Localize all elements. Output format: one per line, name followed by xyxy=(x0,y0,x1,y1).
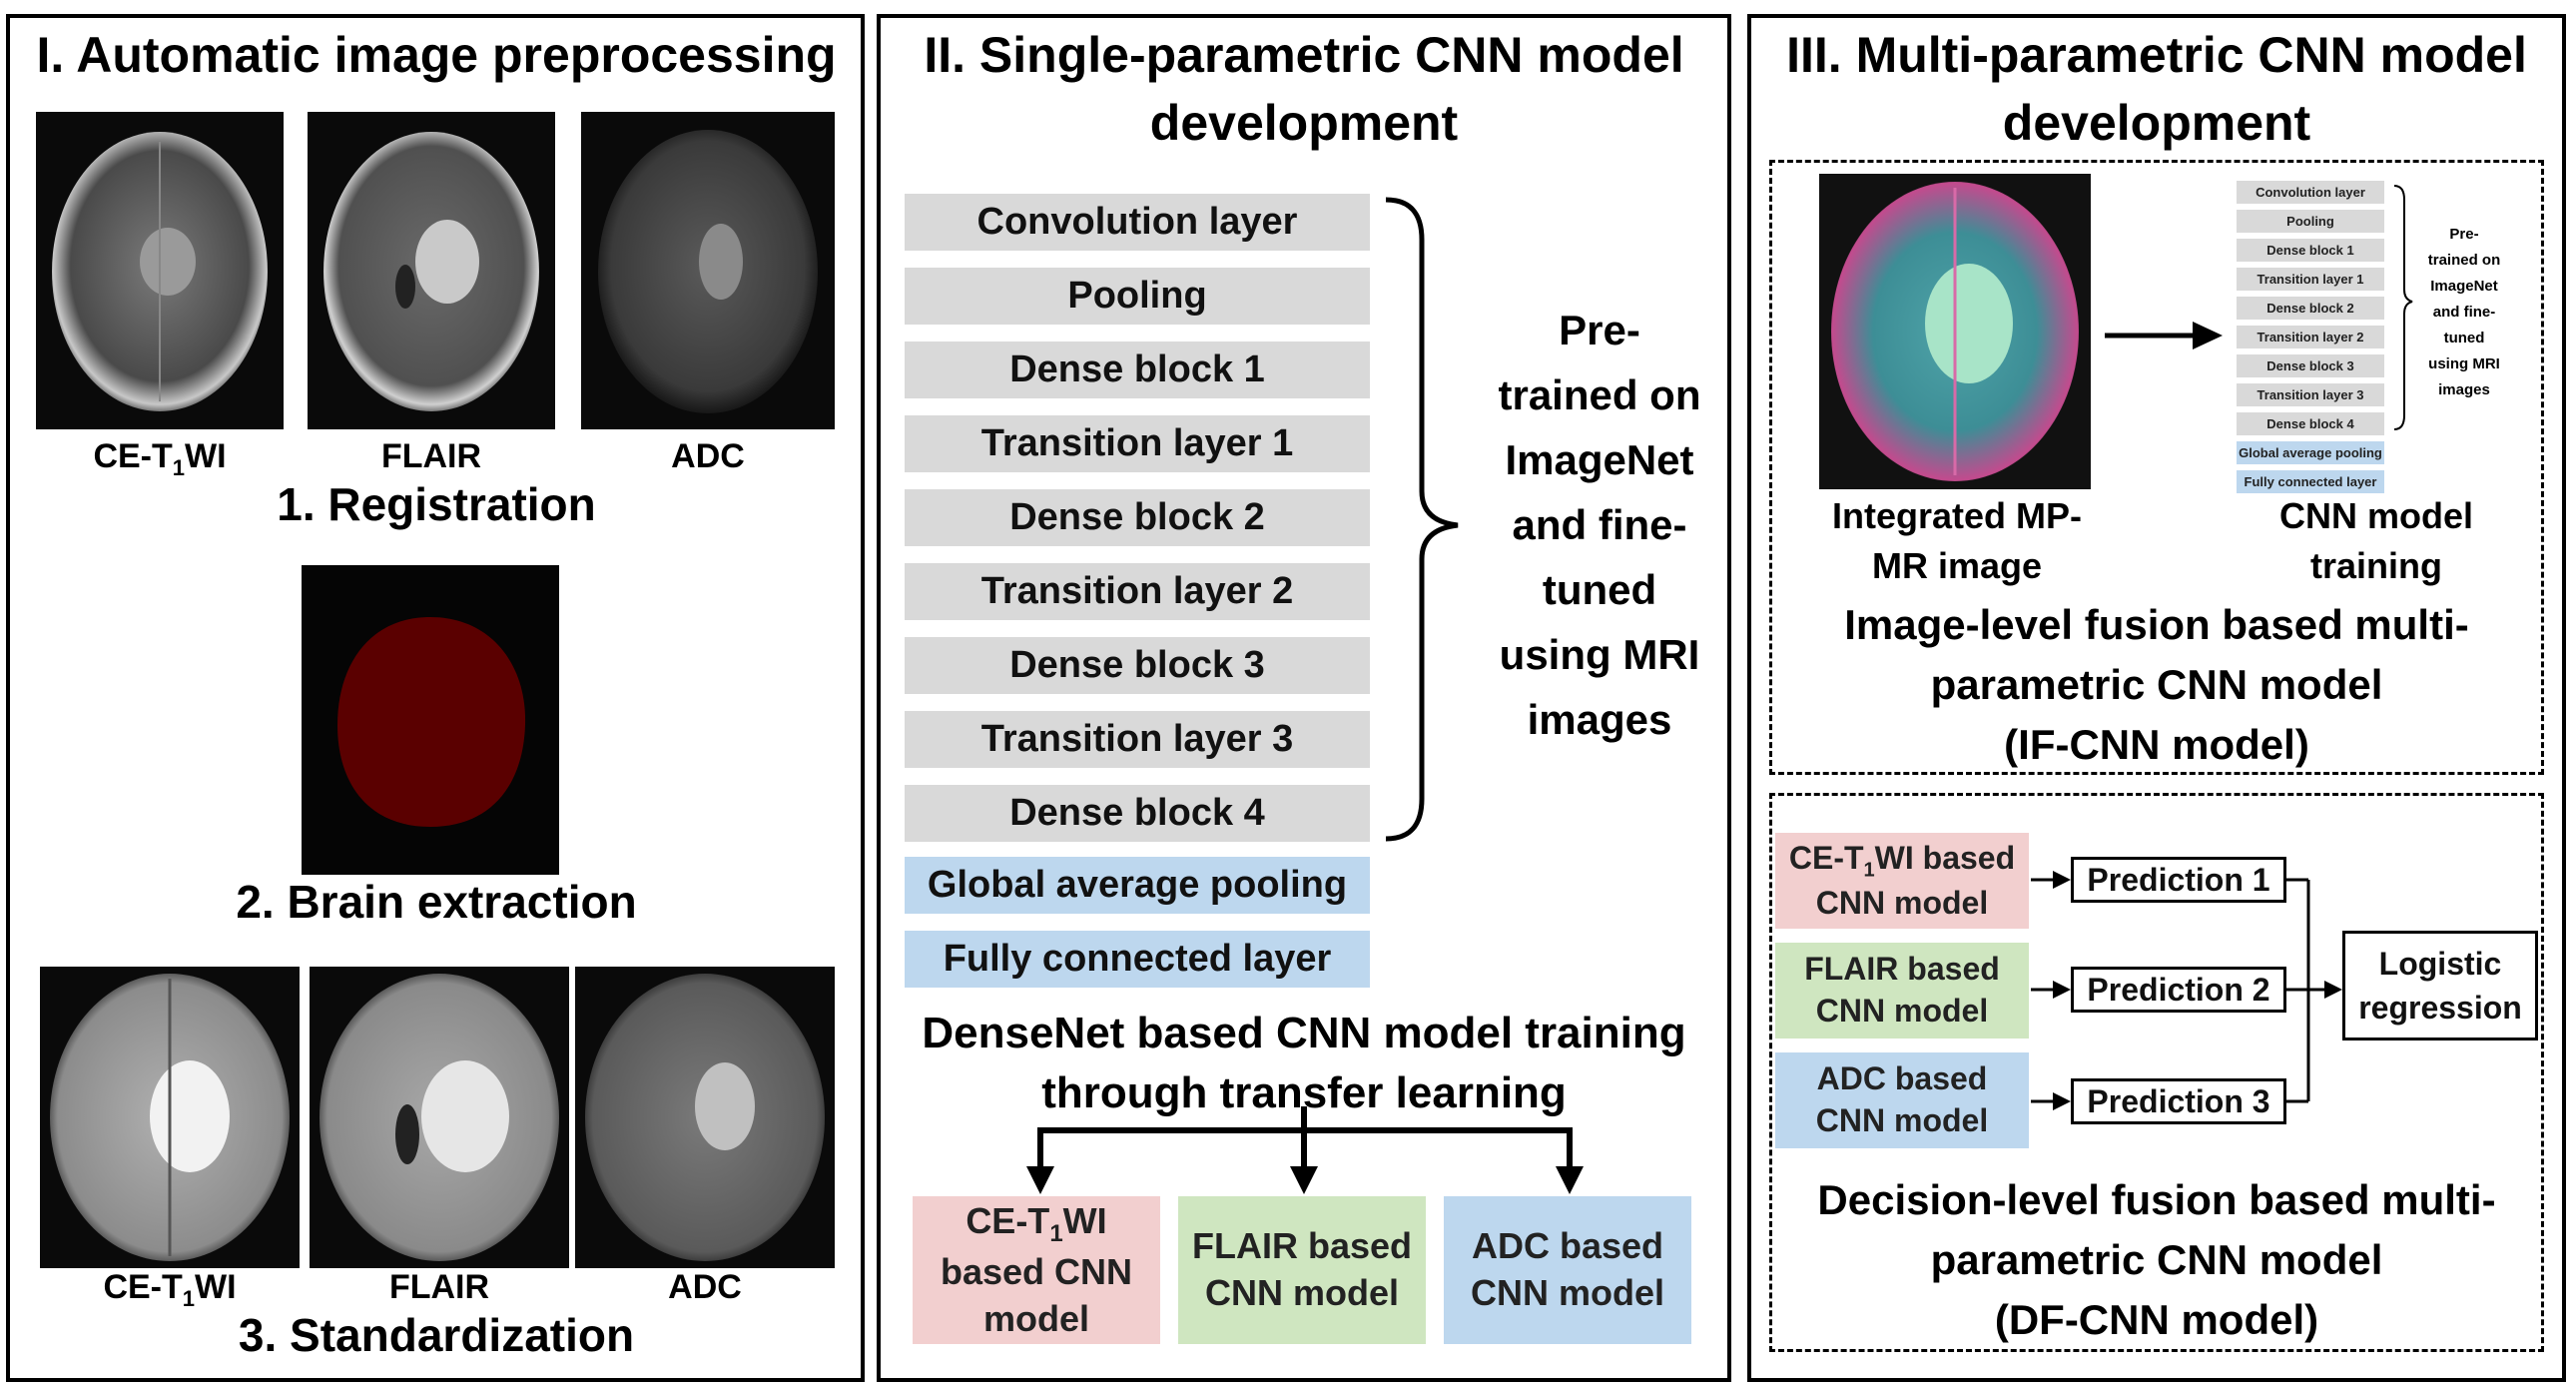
layer-dense-block-3: Dense block 3 xyxy=(905,637,1370,694)
standardized-label-flair: FLAIR xyxy=(388,1268,490,1306)
df-cnn-box xyxy=(1769,793,2544,1352)
layer-pooling: Pooling xyxy=(905,268,1370,325)
mini-layer-dense-block-1: Dense block 1 xyxy=(2237,239,2384,262)
df-cnn-caption: Decision-level fusion based multi-parame… xyxy=(1817,1176,2496,1343)
layer-global-average-pooling: Global average pooling xyxy=(905,857,1370,914)
pretrained-note: Pre- trained on ImageNet and fine- tuned… xyxy=(1498,307,1701,743)
mini-layer-dense-block-2: Dense block 2 xyxy=(2237,297,2384,320)
arrow-head-3 xyxy=(1556,1166,1584,1194)
mini-layer-global-average-pooling: Global average pooling xyxy=(2237,441,2384,464)
registration-label-adc: ADC xyxy=(671,437,745,475)
standardized-label-ce-t1wi: CE-T1WI xyxy=(103,1268,237,1311)
registration-image-adc xyxy=(581,112,835,429)
standardized-label-adc: ADC xyxy=(668,1268,742,1306)
training-caption-line1: DenseNet based CNN model training xyxy=(922,1009,1686,1057)
step-registration-title: 1. Registration xyxy=(277,478,596,530)
registration-image-flair xyxy=(308,112,555,429)
registration-image-ce-t1wi xyxy=(36,112,284,429)
integrated-mp-mr-image xyxy=(1819,174,2091,489)
mini-layer-pooling: Pooling xyxy=(2237,210,2384,233)
standardized-image-ce-t1wi xyxy=(40,967,300,1268)
brace-pretrained xyxy=(1385,197,1459,842)
layer-dense-block-4: Dense block 4 xyxy=(905,785,1370,842)
arrow-head-1 xyxy=(1026,1166,1054,1194)
panel2-title-line2: development xyxy=(1149,95,1459,151)
prediction-2: Prediction 2 xyxy=(2071,967,2286,1013)
mini-layer-transition-3: Transition layer 3 xyxy=(2237,383,2384,406)
mini-pretrained-note: Pre- trained on ImageNet and fine- tuned… xyxy=(2427,226,2501,398)
step-brain-extraction-title: 2. Brain extraction xyxy=(236,876,637,928)
standardized-image-flair xyxy=(310,967,569,1268)
panel2-title-line1: II. Single-parametric CNN model xyxy=(924,27,1684,83)
brain-extraction-mask xyxy=(302,565,559,875)
mini-layer-transition-1: Transition layer 1 xyxy=(2237,268,2384,291)
step-standardization-title: 3. Standardization xyxy=(238,1309,635,1361)
mini-layer-convolution: Convolution layer xyxy=(2237,181,2384,204)
registration-label-ce-t1wi: CE-T1WI xyxy=(93,437,227,480)
panel3-title-line2: development xyxy=(2002,95,2311,151)
layer-convolution: Convolution layer xyxy=(905,194,1370,251)
layer-transition-2: Transition layer 2 xyxy=(905,563,1370,620)
if-cnn-box xyxy=(1769,160,2544,775)
layer-transition-3: Transition layer 3 xyxy=(905,711,1370,768)
mini-layer-fully-connected: Fully connected layer xyxy=(2237,470,2384,493)
standardized-image-adc xyxy=(575,967,835,1268)
panel3-title-line1: III. Multi-parametric CNN model xyxy=(1786,27,2527,83)
training-caption-line2: through transfer learning xyxy=(1041,1068,1567,1117)
prediction-3: Prediction 3 xyxy=(2071,1078,2286,1124)
mini-layer-transition-2: Transition layer 2 xyxy=(2237,326,2384,348)
mini-layer-dense-block-4: Dense block 4 xyxy=(2237,412,2384,435)
mini-layer-dense-block-3: Dense block 3 xyxy=(2237,354,2384,377)
registration-label-flair: FLAIR xyxy=(380,437,482,475)
if-cnn-caption: Image-level fusion based multi-parametri… xyxy=(1844,601,2469,768)
layer-transition-1: Transition layer 1 xyxy=(905,415,1370,472)
integrated-image-label: Integrated MP-MR image xyxy=(1831,495,2082,586)
layer-fully-connected: Fully connected layer xyxy=(905,931,1370,988)
panel1-title: I. Automatic image preprocessing xyxy=(36,27,837,83)
layer-dense-block-2: Dense block 2 xyxy=(905,489,1370,546)
prediction-1: Prediction 1 xyxy=(2071,857,2286,903)
arrow-head-2 xyxy=(1290,1166,1318,1194)
layer-dense-block-1: Dense block 1 xyxy=(905,342,1370,398)
